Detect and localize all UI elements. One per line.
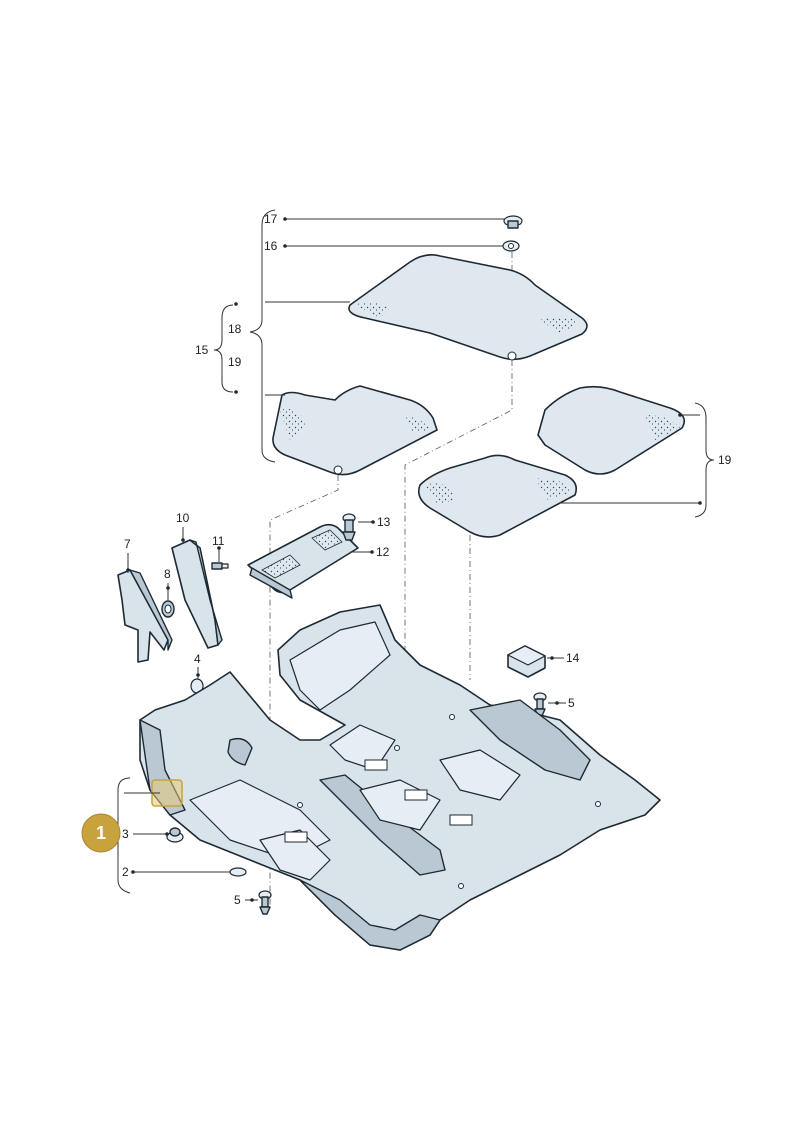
callout-3[interactable]: 3 <box>122 827 129 841</box>
block-14[interactable] <box>507 645 546 678</box>
trim-panel-7[interactable] <box>117 569 173 663</box>
callout-5-right[interactable]: 5 <box>568 696 575 710</box>
callout-12[interactable]: 12 <box>376 545 390 559</box>
leader-lines <box>117 209 715 902</box>
badge-label: 1 <box>96 823 106 843</box>
grommet-2[interactable] <box>229 867 247 877</box>
callout-16[interactable]: 16 <box>264 239 278 253</box>
mat-fastener-16[interactable] <box>502 240 520 252</box>
floor-carpet-1[interactable] <box>139 604 661 951</box>
callout-10[interactable]: 10 <box>176 511 190 525</box>
callout-14[interactable]: 14 <box>566 651 580 665</box>
grommet-8[interactable] <box>161 600 175 618</box>
cover-plate-12[interactable] <box>247 523 359 599</box>
floor-mat-front-left[interactable] <box>272 385 438 476</box>
clip-5-left[interactable] <box>258 890 272 915</box>
callout-13[interactable]: 13 <box>377 515 391 529</box>
trim-panel-10[interactable] <box>171 539 223 649</box>
callout-18[interactable]: 18 <box>228 322 242 336</box>
mat-fastener-17[interactable] <box>503 215 523 229</box>
callout-19-right[interactable]: 19 <box>718 453 732 467</box>
callout-17[interactable]: 17 <box>264 212 278 226</box>
floor-mat-rear-left[interactable] <box>417 454 578 538</box>
callout-7[interactable]: 7 <box>124 537 131 551</box>
callout-labels: 17 16 18 15 19 19 13 12 10 11 7 8 4 14 5… <box>122 212 732 907</box>
selected-part-badge[interactable]: 1 <box>81 813 121 853</box>
washer-3[interactable] <box>166 827 184 843</box>
callout-19-left[interactable]: 19 <box>228 355 242 369</box>
floor-mat-rear-right[interactable] <box>537 385 686 475</box>
callout-2[interactable]: 2 <box>122 865 129 879</box>
screw-11[interactable] <box>211 562 229 570</box>
callout-8[interactable]: 8 <box>164 567 171 581</box>
callout-4[interactable]: 4 <box>194 652 201 666</box>
callout-5-left[interactable]: 5 <box>234 893 241 907</box>
callout-11[interactable]: 11 <box>212 534 225 548</box>
floor-mat-front-right[interactable] <box>348 254 588 361</box>
callout-15[interactable]: 15 <box>195 343 209 357</box>
clip-13[interactable] <box>342 513 356 541</box>
